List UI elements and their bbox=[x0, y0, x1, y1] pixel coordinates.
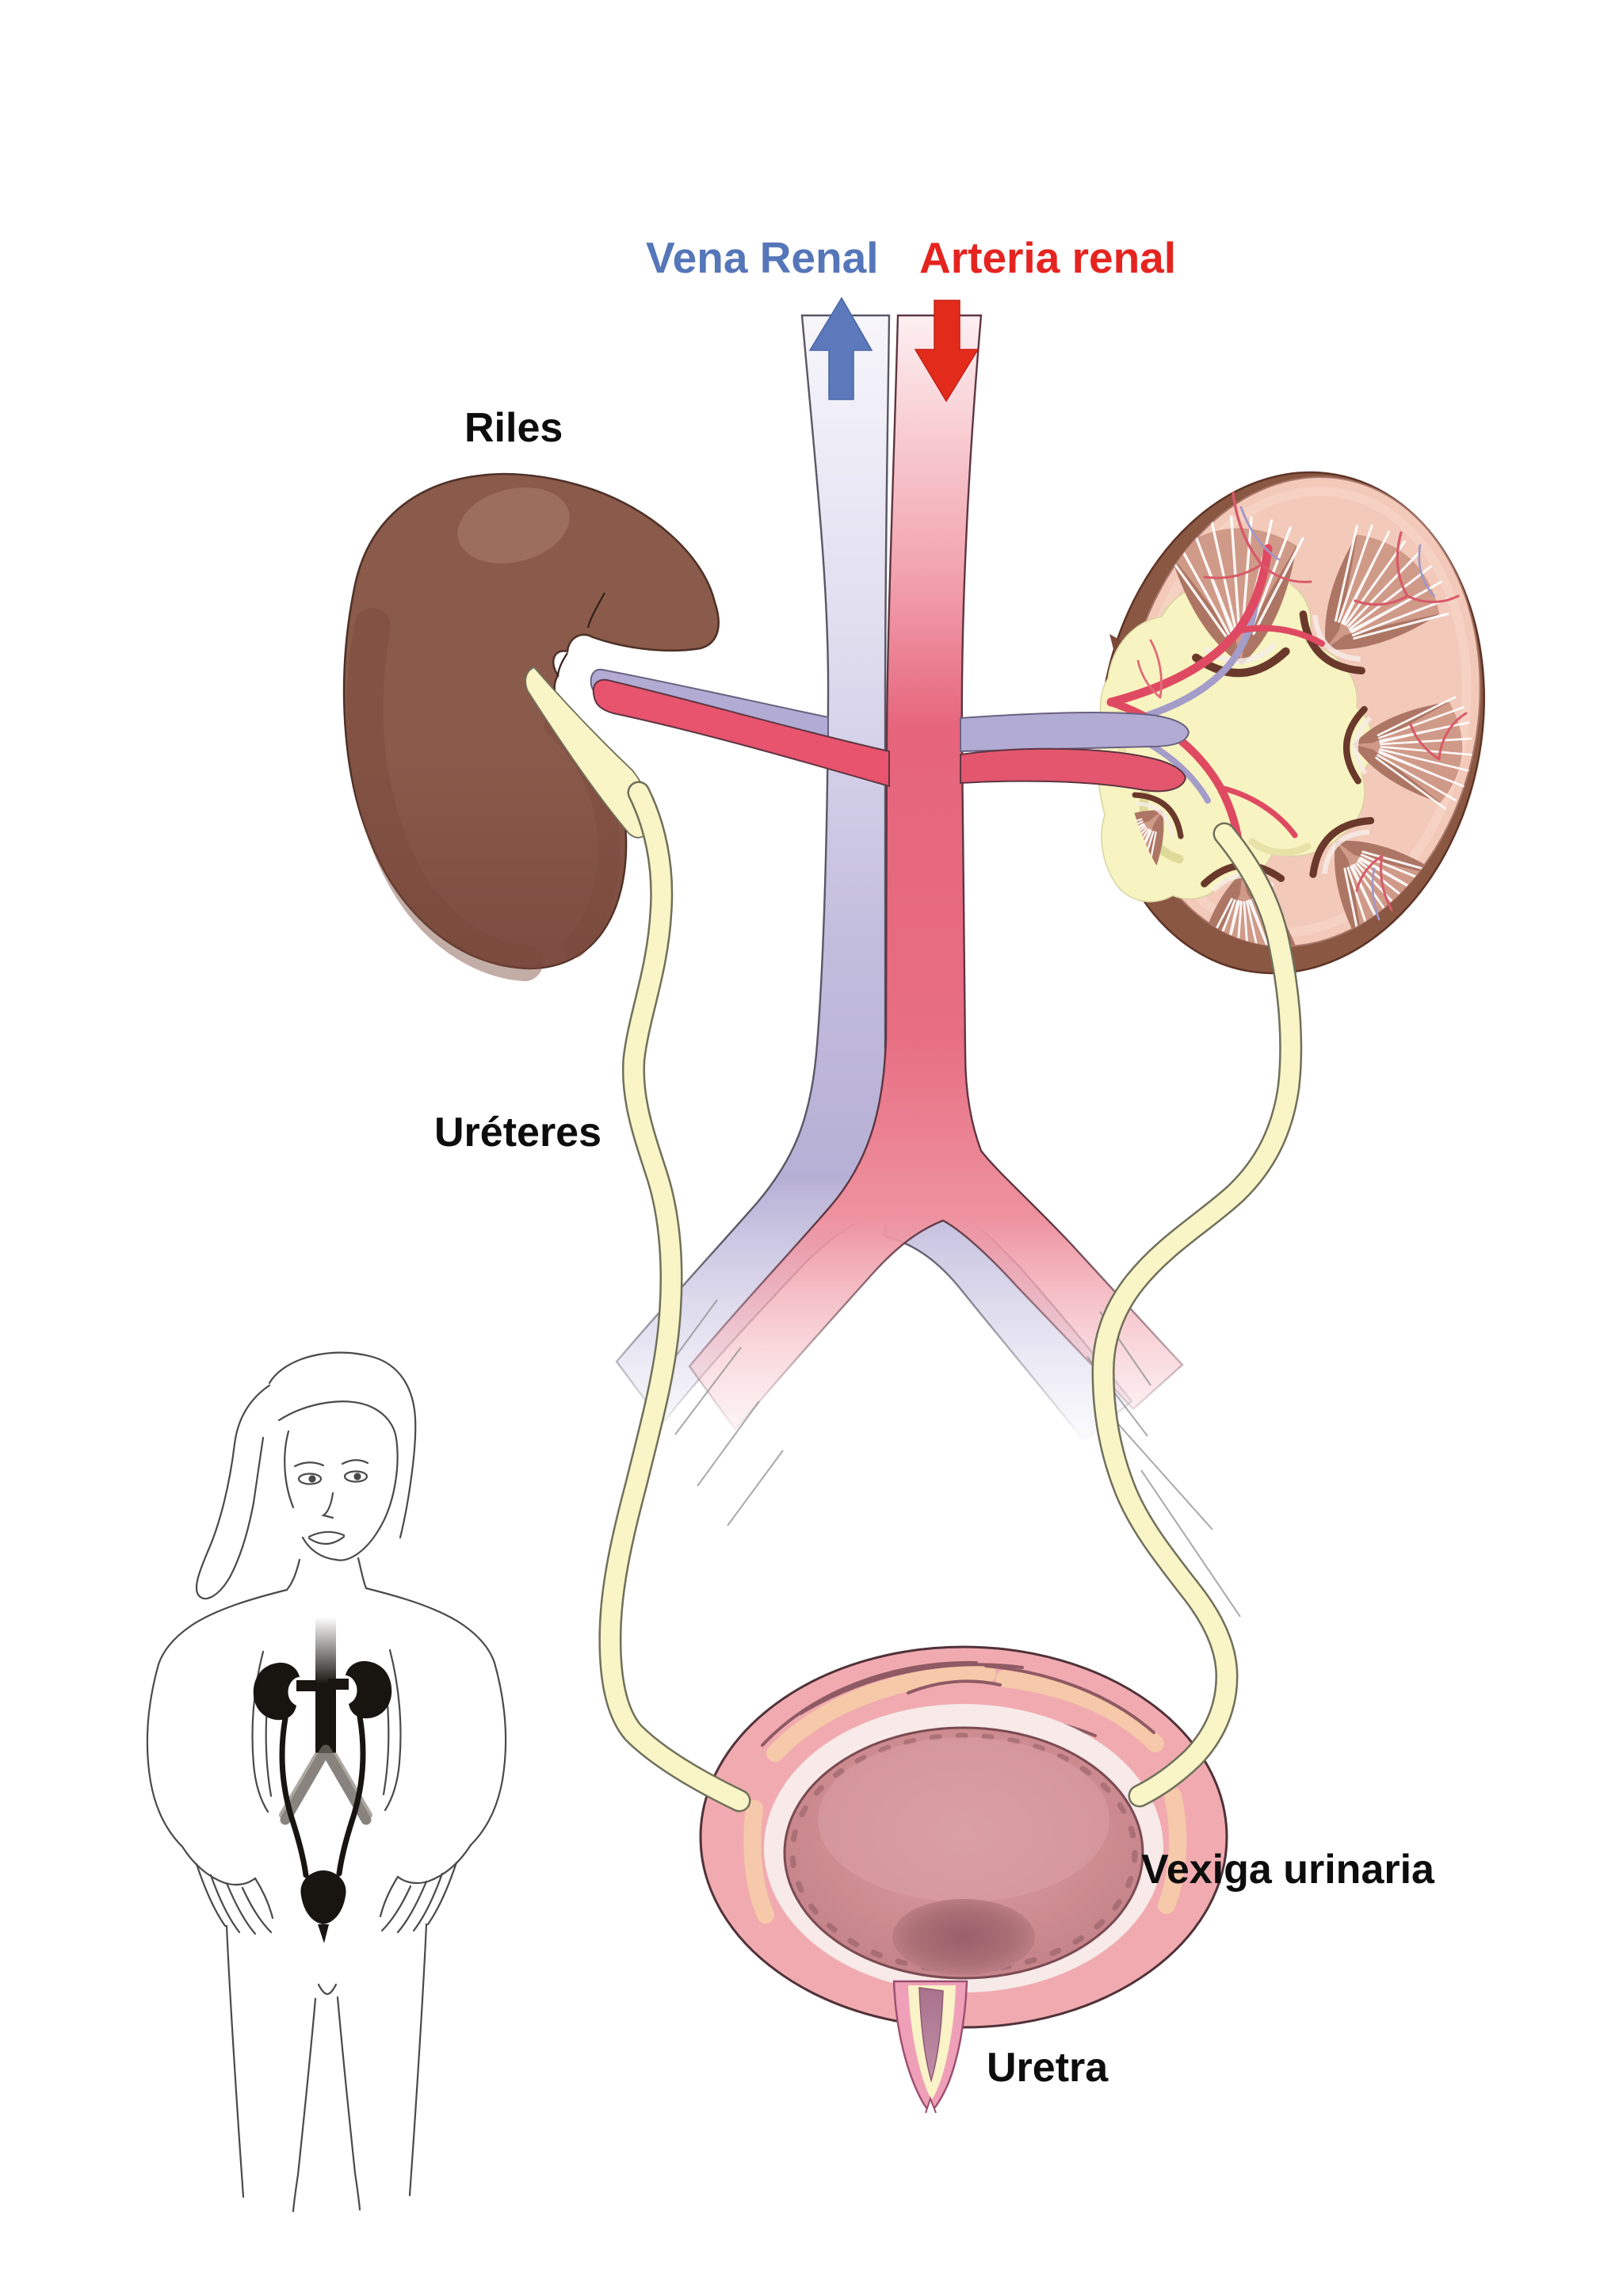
abdominal-aorta bbox=[688, 314, 1184, 1431]
bladder-outlet-funnel bbox=[892, 1899, 1035, 1975]
iliac-guide-lines bbox=[655, 1299, 1241, 1618]
down-arrow-icon bbox=[914, 300, 980, 403]
urinary-bladder bbox=[699, 1645, 1228, 2029]
left-renal-pelvis bbox=[525, 666, 651, 839]
label-ureteres: Uréteres bbox=[434, 1110, 602, 1156]
left-kidney bbox=[342, 472, 720, 981]
kidney-highlight bbox=[457, 487, 570, 563]
label-vena-renal: Vena Renal bbox=[646, 233, 879, 282]
label-vexiga-urinaria: Vexiga urinaria bbox=[1141, 1847, 1434, 1893]
label-uretra: Uretra bbox=[987, 2045, 1109, 2091]
urethra bbox=[892, 1980, 968, 2114]
right-kidney-cross-section bbox=[1059, 471, 1485, 1004]
cortical-vessel-trees bbox=[1136, 491, 1468, 921]
right-renal-vein bbox=[960, 712, 1190, 753]
label-arteria-renal: Arteria renal bbox=[919, 233, 1177, 282]
left-ureter bbox=[598, 781, 751, 1813]
renal-veins-and-arteries bbox=[590, 668, 1190, 793]
right-renal-artery bbox=[960, 747, 1187, 793]
label-riles: Riles bbox=[464, 405, 563, 451]
human-figure-outline bbox=[146, 1351, 507, 2213]
right-ureter bbox=[1091, 822, 1303, 1808]
urinary-system-silhouette bbox=[253, 1617, 392, 1943]
left-renal-artery bbox=[592, 678, 890, 788]
up-arrow-icon bbox=[808, 296, 873, 400]
